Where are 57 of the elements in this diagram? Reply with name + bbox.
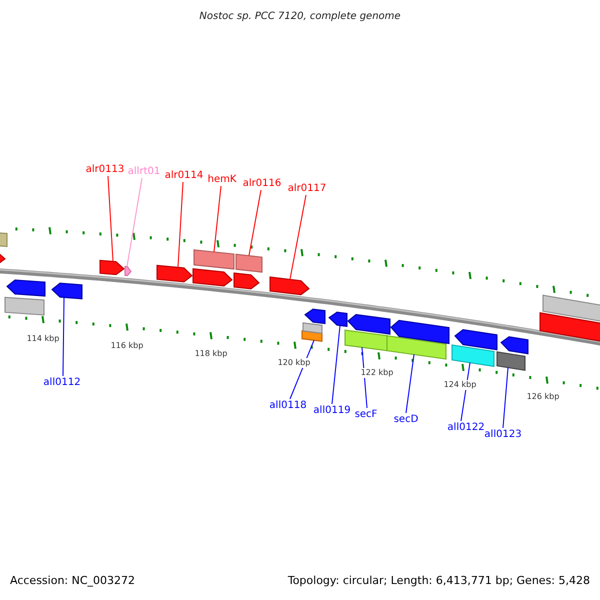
gene-pentagon [390,320,450,344]
leader-line [332,325,340,404]
gene-label: hemK [208,173,236,186]
gene-label: all0123 [484,428,522,441]
gene-pentagon [500,336,528,354]
gene-bar [302,330,322,342]
title: Nostoc sp. PCC 7120, complete genome [198,10,402,23]
gene-label: alr0114 [164,169,204,182]
gene-label: alr0113 [86,163,124,176]
scale-label: 120 kbp [278,358,310,368]
gene-label: secD [394,413,418,426]
gene-label: allrt01 [128,165,160,178]
gene-label: all0122 [447,421,485,434]
gene-pentagon [328,312,348,327]
gene-bar [452,344,494,367]
gene-bar [4,296,44,316]
scale-label: 116 kbp [110,341,144,351]
gene-bar [542,294,600,324]
gene-bar [236,254,262,273]
accession-text: Accession: NC_003272 [10,574,136,588]
scale-label: 114 kbp [26,334,60,344]
scale-label: 118 kbp [194,349,228,359]
gene-label: all0119 [313,404,351,417]
gene-bar [0,232,8,247]
gene-bar [496,351,526,371]
leader-line [126,178,142,268]
gene-bar [302,322,322,334]
gene-label: alr0116 [242,177,282,190]
gene-pentagon [156,264,193,282]
leader-line [406,354,414,414]
leader-line [290,194,306,280]
gene-pentagon [100,260,125,276]
scale-label: 124 kbp [444,380,476,390]
gene-pentagon [270,276,310,296]
gene-bar [386,335,446,360]
gene-label: secF [354,408,378,421]
leader-line [214,186,222,252]
gene-pentagon [6,279,46,297]
leader-line [108,176,114,262]
gene-pentagon [192,268,233,286]
gene-label: alr0117 [288,182,326,195]
genome-info: Topology: circular; Length: 6,413,771 bp; Genes: 5,428 [288,574,590,588]
scale-label: 122 kbp [360,368,394,378]
gene-label: all0112 [43,376,81,389]
leader-line [178,182,184,268]
leader-line [502,367,508,428]
gene-pentagon [51,282,82,300]
gene-bar [540,312,600,344]
gene-bar [344,330,388,352]
gene-pentagon [234,272,260,290]
gene-bar [194,249,234,270]
gene-label: all0118 [269,399,307,412]
gene-pentagon [304,308,326,324]
gene-pentagon [454,329,498,350]
leader-line [62,296,64,376]
scale-label: 126 kbp [526,392,560,402]
leader-line [248,190,262,256]
